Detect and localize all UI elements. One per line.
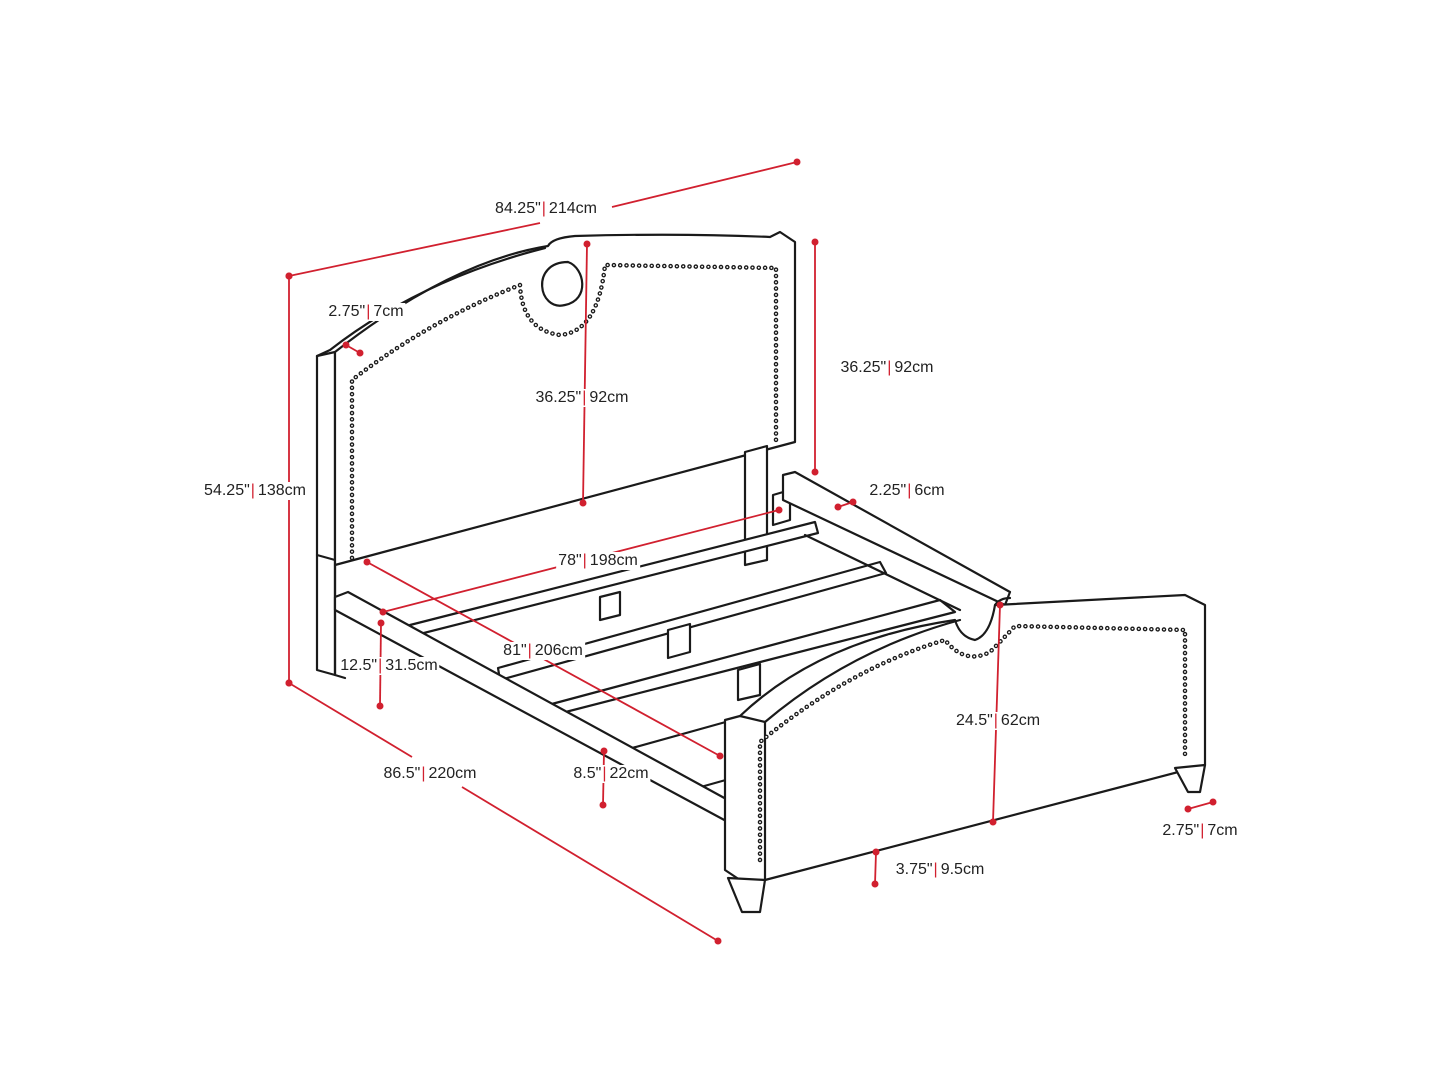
separator: | [366,303,371,320]
metric-value: 198cm [589,552,638,569]
metric-value: 9.5cm [940,861,985,878]
dim-line-rail-thickness [834,498,857,511]
dim-line-headboard-panel [579,240,591,507]
dim-line-leg-height [871,848,880,888]
imperial-value: 81" [503,642,527,659]
label-post-foot: 2.75"|7cm [1160,822,1240,840]
imperial-value: 86.5" [383,765,421,782]
metric-value: 92cm [589,389,629,406]
imperial-value: 2.75" [328,303,366,320]
separator: | [582,552,587,569]
imperial-value: 2.75" [1162,822,1200,839]
dim-line-overall-height [285,272,293,687]
dim-line-post-head [342,341,364,357]
imperial-value: 78" [558,552,582,569]
label-post-head: 2.75"|7cm [326,303,406,321]
separator: | [541,200,546,217]
dim-line-headboard-post [811,238,819,476]
metric-value: 92cm [894,359,934,376]
footboard [723,593,1207,914]
metric-value: 206cm [534,642,583,659]
separator: | [933,861,938,878]
label-overall-height: 54.25"|138cm [202,482,308,500]
separator: | [421,765,426,782]
separator: | [602,765,607,782]
metric-value: 6cm [914,482,945,499]
separator: | [993,712,998,729]
metric-value: 31.5cm [385,657,438,674]
separator: | [527,642,532,659]
label-footboard-height: 24.5"|62cm [953,712,1043,730]
label-leg-height: 3.75"|9.5cm [893,861,987,879]
label-overall-width: 84.25"|214cm [493,200,599,218]
separator: | [582,389,587,406]
label-headboard-post: 36.25"|92cm [838,359,936,377]
metric-value: 138cm [257,482,306,499]
separator: | [250,482,255,499]
metric-value: 7cm [373,303,404,320]
imperial-value: 36.25" [535,389,582,406]
label-inner-width: 78"|198cm [556,552,640,570]
dim-line-overall-width [285,158,801,280]
separator: | [907,482,912,499]
label-overall-length: 86.5"|220cm [381,765,479,783]
imperial-value: 84.25" [495,200,541,217]
label-rail-height: 8.5"|22cm [571,765,651,783]
separator: | [887,359,892,376]
metric-value: 62cm [1000,712,1041,729]
dim-line-overall-length [285,679,722,945]
imperial-value: 8.5" [573,765,602,782]
separator: | [1200,822,1205,839]
metric-value: 220cm [428,765,477,782]
imperial-value: 36.25" [840,359,887,376]
label-rail-thickness: 2.25"|6cm [867,482,947,500]
label-inner-length: 81"|206cm [501,642,585,660]
dim-line-post-foot [1184,798,1217,813]
imperial-value: 24.5" [955,712,993,729]
imperial-value: 2.25" [869,482,907,499]
slats [408,520,962,792]
imperial-value: 54.25" [204,482,250,499]
separator: | [378,657,383,674]
metric-value: 7cm [1207,822,1238,839]
label-headboard-panel: 36.25"|92cm [533,389,631,407]
imperial-value: 12.5" [340,657,378,674]
imperial-value: 3.75" [895,861,933,878]
metric-value: 214cm [548,200,597,217]
metric-value: 22cm [609,765,649,782]
label-rail-clearance: 12.5"|31.5cm [338,657,440,675]
